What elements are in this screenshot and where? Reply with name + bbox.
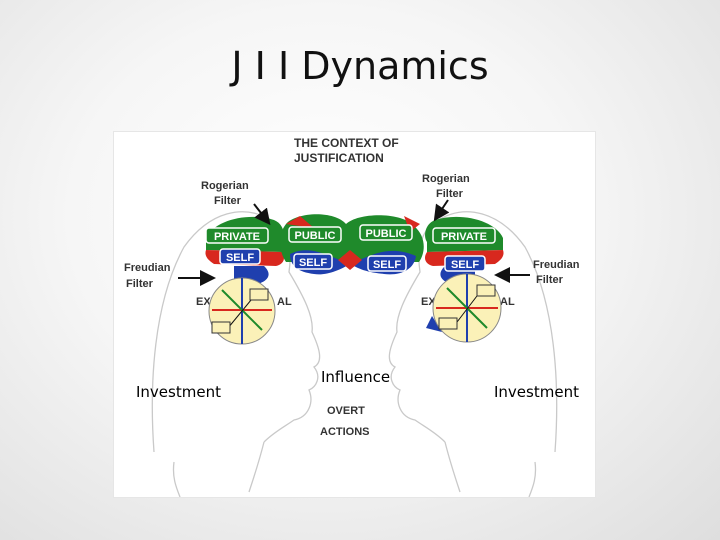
rogerian-left-line-1: Rogerian [201, 180, 249, 192]
external-suffix-right: AL [500, 296, 515, 308]
influence-label: Influence [321, 368, 391, 386]
right-external-circle: EX AL [421, 273, 515, 343]
right-private-box: PRIVATE [432, 227, 496, 244]
self-box-center-left: SELF [293, 253, 333, 270]
external-prefix-left: EX [196, 296, 211, 308]
self-label-center-left: SELF [299, 257, 327, 269]
diagram-canvas: PRIVATE SELF PUBLIC PUBLIC SELF SELF PRI… [124, 136, 580, 497]
self-label-center-right: SELF [373, 259, 401, 271]
external-prefix-right: EX [421, 296, 436, 308]
rogerian-right-line-2: Filter [436, 188, 464, 200]
public-label-right: PUBLIC [366, 228, 407, 240]
left-self-box: SELF [219, 248, 261, 265]
freudian-right-line-1: Freudian [533, 259, 580, 271]
investment-label-right: Investment [494, 383, 579, 401]
self-label-left: SELF [226, 252, 254, 264]
heading-line-2: JUSTIFICATION [294, 151, 384, 165]
self-label-right: SELF [451, 259, 479, 271]
self-box-center-right: SELF [367, 255, 407, 272]
heading-line-1: THE CONTEXT OF [294, 136, 399, 150]
freudian-right-line-2: Filter [536, 274, 564, 286]
rogerian-left-arrow [253, 203, 271, 226]
external-suffix-left: AL [277, 296, 292, 308]
right-head-outline [388, 211, 558, 497]
left-private-box: PRIVATE [205, 227, 269, 244]
rogerian-right-arrow [433, 199, 450, 222]
public-box-left: PUBLIC [288, 226, 342, 243]
left-head-outline [151, 211, 321, 497]
public-box-right: PUBLIC [359, 224, 413, 241]
slide-title: J I I Dynamics [231, 44, 489, 88]
investment-label-left: Investment [136, 383, 221, 401]
public-label-left: PUBLIC [295, 230, 336, 242]
left-external-circle: EX AL [196, 277, 292, 345]
actions-label: ACTIONS [320, 426, 370, 438]
rogerian-right-line-1: Rogerian [422, 173, 470, 185]
right-self-box: SELF [444, 255, 486, 272]
private-label-right: PRIVATE [441, 231, 487, 243]
private-label-left: PRIVATE [214, 231, 260, 243]
freudian-left-line-2: Filter [126, 278, 154, 290]
jii-diagram: PRIVATE SELF PUBLIC PUBLIC SELF SELF PRI… [113, 131, 596, 498]
rogerian-left-line-2: Filter [214, 195, 242, 207]
overt-label: OVERT [327, 405, 365, 417]
freudian-left-line-1: Freudian [124, 262, 171, 274]
